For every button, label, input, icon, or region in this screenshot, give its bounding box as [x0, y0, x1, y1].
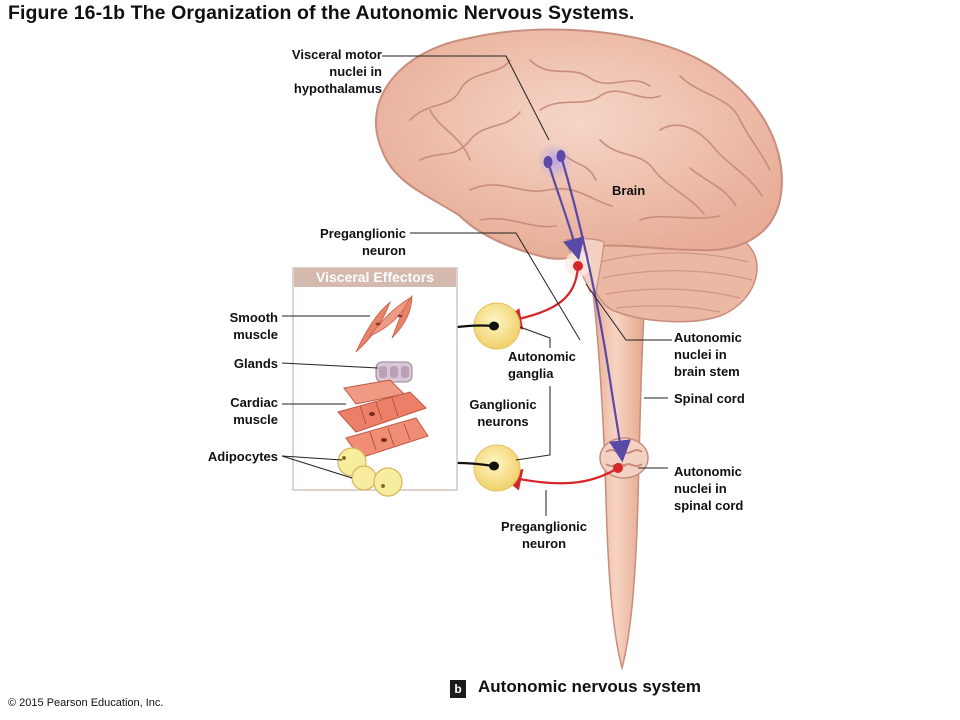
copyright-notice: © 2015 Pearson Education, Inc. [8, 697, 164, 709]
panel-badge: b [450, 680, 466, 698]
cerebellum [586, 228, 758, 323]
visceral-effectors-title: Visceral Effectors [294, 268, 456, 287]
cerebrum [375, 28, 783, 260]
label-brain: Brain [612, 183, 646, 198]
figure-title: Figure 16-1b The Organization of the Aut… [8, 2, 635, 24]
label-glands: Glands [233, 356, 278, 371]
label-autonomic-ganglia: Autonomic ganglia [508, 349, 576, 381]
smooth-muscle-illustration [355, 294, 413, 353]
adipocytes-illustration [337, 447, 403, 497]
label-cardiac-muscle: Cardiac muscle [230, 395, 278, 427]
label-visceral-motor-nuclei: Visceral motor nuclei in hypothalamus [291, 47, 382, 96]
label-spinal-cord: Spinal cord [674, 391, 745, 406]
glands-illustration [375, 361, 413, 383]
leader-lines [281, 55, 672, 516]
hypothalamus-glow [537, 143, 573, 179]
cardiac-muscle-illustration [337, 379, 429, 459]
label-adipocytes: Adipocytes [207, 449, 278, 464]
label-preganglionic-neuron-top: Preganglionic neuron [320, 226, 406, 258]
label-autonomic-nuclei-brain-stem: Autonomic nuclei in brain stem [674, 330, 742, 379]
label-smooth-muscle: Smooth muscle [229, 310, 278, 342]
label-ganglionic-neurons: Ganglionic neurons [469, 397, 537, 429]
label-preganglionic-neuron-bottom: Preganglionic neuron [501, 519, 587, 551]
spinal-cord-cross-section [599, 437, 649, 479]
panel-caption: Autonomic nervous system [478, 677, 701, 696]
visceral-effectors-panel [292, 267, 458, 491]
preganglionic-pathways [499, 261, 623, 491]
label-autonomic-nuclei-spinal-cord: Autonomic nuclei in spinal cord [674, 464, 744, 513]
hypothalamus-neurons [543, 150, 631, 463]
